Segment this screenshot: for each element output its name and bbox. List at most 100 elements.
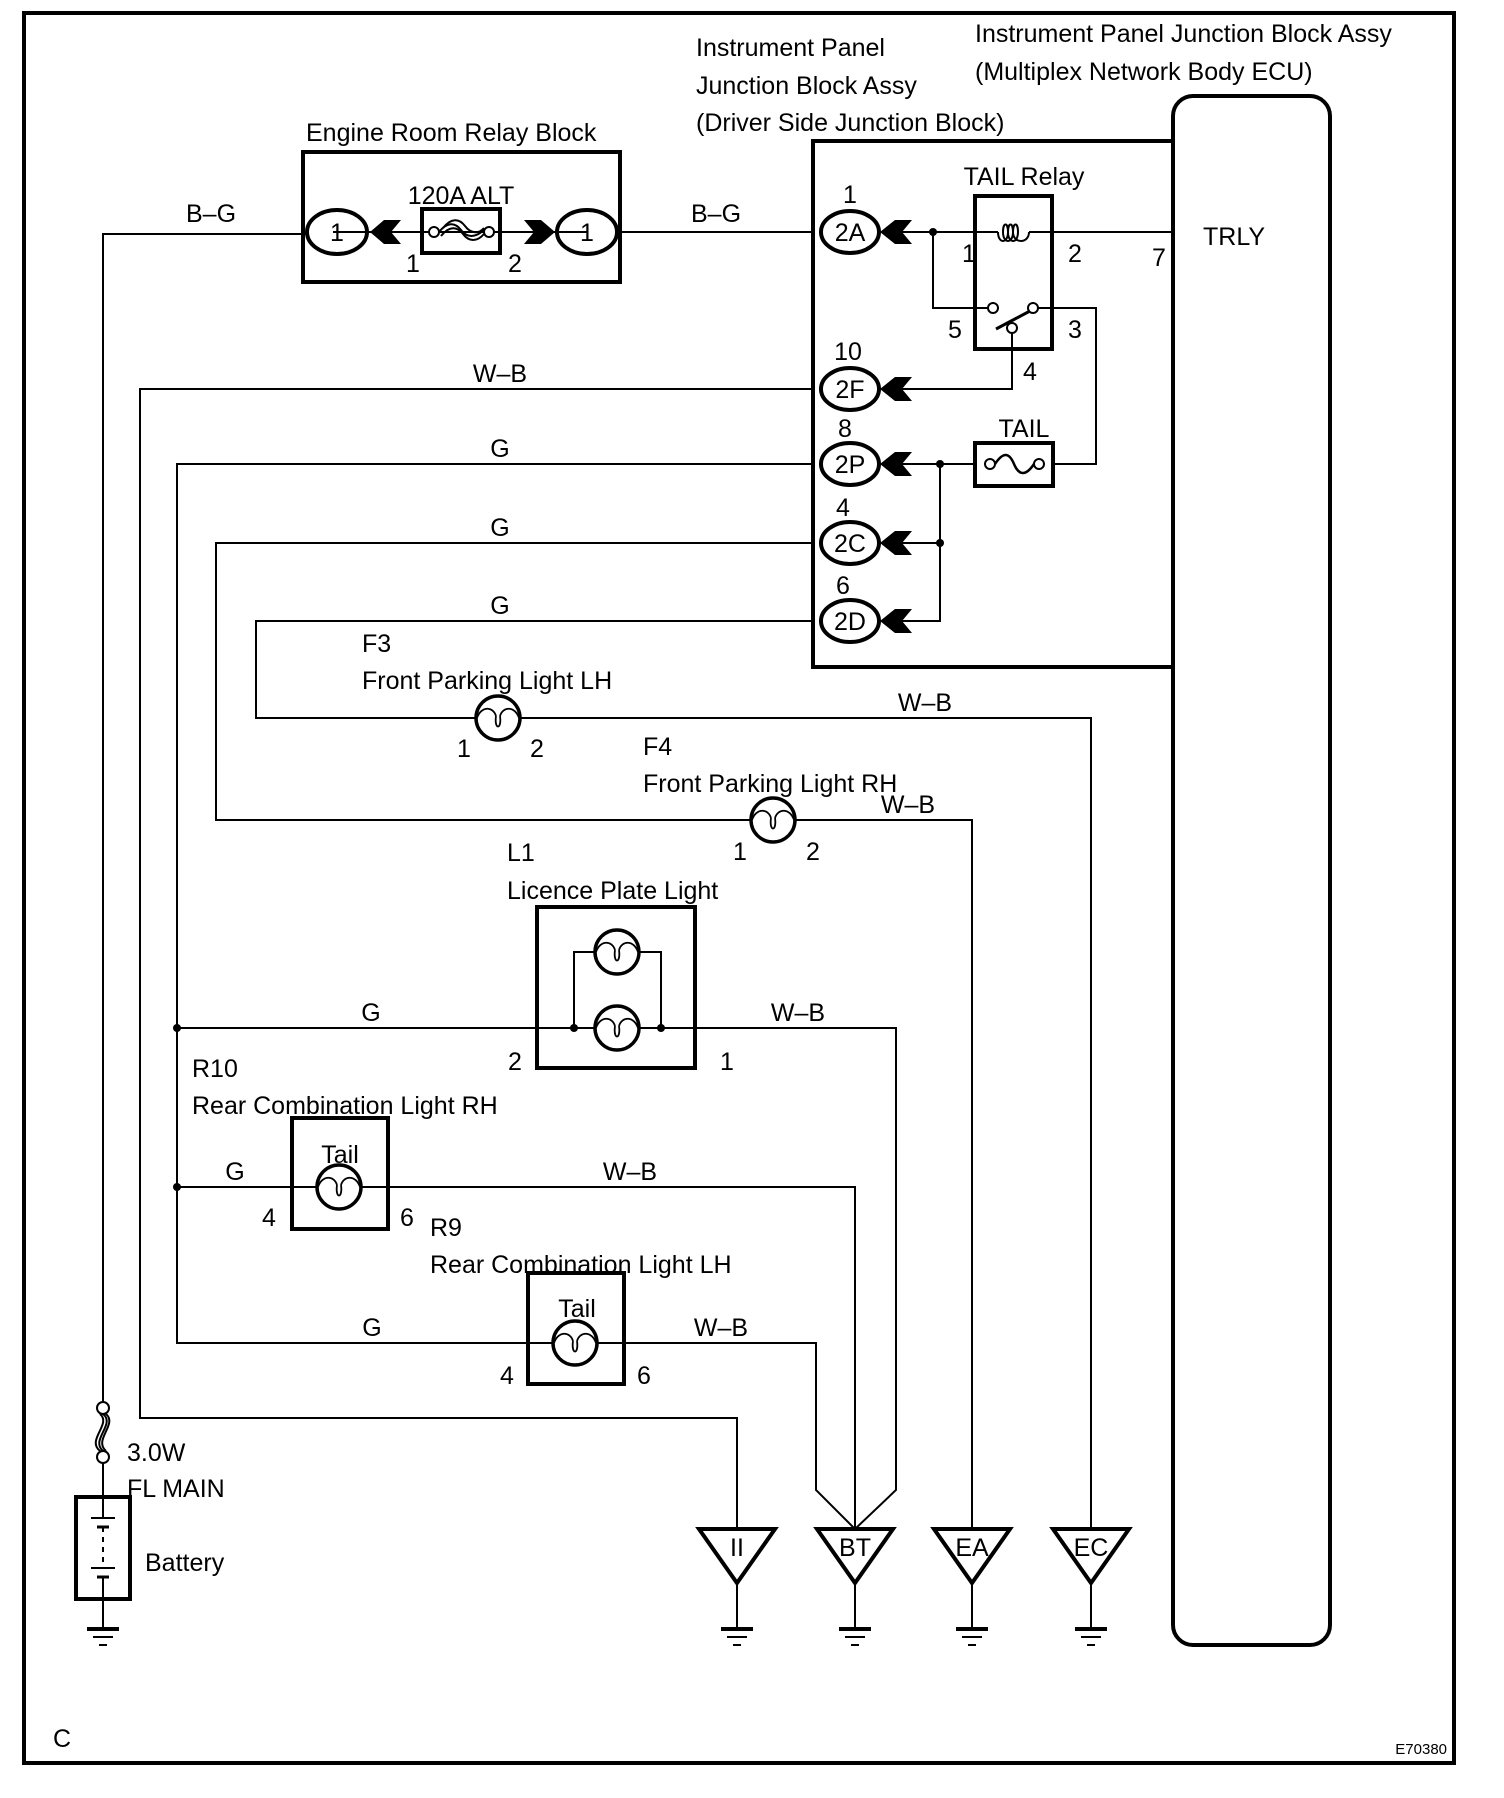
ground-bt: BT (813, 1527, 897, 1646)
wire-g-2p (176, 463, 813, 1344)
tail-relay-pin-2: 2 (1068, 240, 1082, 268)
r9-code: R9 (430, 1214, 462, 1242)
rear-combination-light-lh: R9 Rear Combination Light LH Tail 4 6 (430, 1214, 732, 1390)
r10-pin-6: 6 (400, 1204, 414, 1232)
wire-label-w-b-r9: W–B (694, 1314, 748, 1342)
f4-pin-2: 2 (806, 838, 820, 866)
ground-ec: EC (1049, 1527, 1133, 1646)
splice-dot (570, 1024, 578, 1032)
tail-relay: TAIL Relay 1 2 3 4 5 (948, 163, 1085, 386)
relay-contact-icon (987, 302, 999, 314)
alt-fuse-box (420, 207, 502, 255)
tail-relay-pin-3: 3 (1068, 316, 1082, 344)
alt-fuse-label: 120A ALT (408, 182, 515, 210)
alt-fuse-pin-2: 2 (508, 250, 522, 278)
ground-point-icon (930, 1527, 1014, 1587)
body-ecu: Instrument Panel Junction Block Assy (Mu… (975, 20, 1392, 1647)
r9-box (526, 1271, 626, 1386)
front-parking-light-rh: F4 Front Parking Light RH 1 2 (643, 733, 897, 866)
bulb-icon (593, 1004, 641, 1052)
rear-combination-light-rh: R10 Rear Combination Light RH Tail 4 6 (192, 1055, 498, 1232)
connector-2c: 2C 4 (819, 494, 912, 566)
ground-bt-label: BT (839, 1534, 871, 1562)
relay-pivot-icon (1006, 322, 1018, 334)
wire-label-g-2c: G (490, 514, 509, 542)
splice-dot (173, 1024, 181, 1032)
bulb-icon (593, 928, 641, 976)
wire-label-w-b-r10: W–B (603, 1158, 657, 1186)
connector-2p: 2P 8 (819, 415, 912, 487)
r10-code: R10 (192, 1055, 238, 1083)
tail-fuse-title: TAIL (999, 415, 1050, 443)
splice-dot (936, 539, 944, 547)
diagram-frame (22, 11, 1456, 1765)
r10-pin-4: 4 (262, 1204, 276, 1232)
female-terminal-icon (880, 220, 912, 244)
tail-relay-box (973, 194, 1054, 351)
tail-relay-title: TAIL Relay (964, 163, 1085, 191)
relay-coil-icon (997, 223, 1030, 242)
connector-1-right-label: 1 (580, 219, 594, 247)
connector-2a-label: 2A (835, 219, 866, 247)
wire-label-w-b-f4: W–B (881, 791, 935, 819)
wire-g-2c (215, 542, 813, 821)
battery-icon (91, 1497, 115, 1599)
connector-2c-pin: 4 (836, 494, 850, 522)
wire-label-g-2p: G (490, 435, 509, 463)
engine-room-relay-block: Engine Room Relay Block 120A ALT 1 1 1 2 (301, 119, 622, 284)
tail-relay-pin-4: 4 (1023, 358, 1037, 386)
body-ecu-title-2: (Multiplex Network Body ECU) (975, 58, 1313, 86)
female-terminal-icon (370, 220, 401, 244)
f3-code: F3 (362, 630, 391, 658)
fl-rating: 3.0W (127, 1439, 186, 1467)
ground-ea-label: EA (955, 1534, 989, 1562)
wire-label-w-b-licence: W–B (771, 999, 825, 1027)
jb-title-2: Junction Block Assy (696, 72, 917, 100)
front-parking-light-lh: F3 Front Parking Light LH 1 2 (362, 630, 612, 763)
trly-pin-label: 7 (1152, 244, 1166, 272)
female-terminal-icon (880, 609, 912, 633)
body-ecu-box (1171, 94, 1332, 1647)
wire-g-2d (255, 620, 813, 719)
tail-relay-pin-5: 5 (948, 316, 962, 344)
connector-2p-label: 2P (835, 451, 866, 479)
wire-label-g-2d: G (490, 592, 509, 620)
wire-label-g-r9: G (362, 1314, 381, 1342)
wire-label-b-g-right: B–G (691, 200, 741, 228)
connector-1-left-label: 1 (330, 219, 344, 247)
tail-fuse: TAIL (973, 415, 1055, 488)
connector-1-left (305, 208, 369, 256)
r9-pin-4: 4 (500, 1362, 514, 1390)
relay-switch-blade (995, 309, 1031, 331)
female-terminal-icon (880, 531, 912, 555)
relay-contact-icon (1027, 302, 1039, 314)
f3-pin-1: 1 (457, 735, 471, 763)
battery-label: Battery (145, 1549, 225, 1577)
ground-ea: EA (930, 1527, 1014, 1646)
wire-label-g-licence: G (361, 999, 380, 1027)
corner-label: C (53, 1725, 71, 1753)
connector-2d-label: 2D (834, 608, 866, 636)
bulb-icon (551, 1319, 599, 1367)
connector-2f: 2F 10 (819, 338, 912, 412)
connector-2p-pin: 8 (838, 415, 852, 443)
connector-2f-pin: 10 (834, 338, 862, 366)
connector-2a: 2A 1 (819, 181, 912, 255)
body-ecu-title-1: Instrument Panel Junction Block Assy (975, 20, 1392, 48)
ground-ec-label: EC (1074, 1534, 1109, 1562)
ground-ii-label: II (730, 1534, 744, 1562)
f3-title: Front Parking Light LH (362, 667, 612, 695)
trly-terminal-label: TRLY (1203, 223, 1265, 251)
bulb-icon (315, 1163, 363, 1211)
splice-dot (936, 460, 944, 468)
wire-b-g-left (102, 233, 307, 1403)
f3-pin-2: 2 (530, 735, 544, 763)
licence-plate-light-box (535, 905, 697, 1070)
jb-title-1: Instrument Panel (696, 34, 885, 62)
r9-pin-6: 6 (637, 1362, 651, 1390)
tail-relay-pin-1: 1 (962, 240, 976, 268)
l1-pin-1: 1 (720, 1048, 734, 1076)
fusible-link-terminal-icon (96, 1450, 110, 1464)
driver-side-junction-block: Instrument Panel Junction Block Assy (Dr… (696, 34, 1173, 669)
